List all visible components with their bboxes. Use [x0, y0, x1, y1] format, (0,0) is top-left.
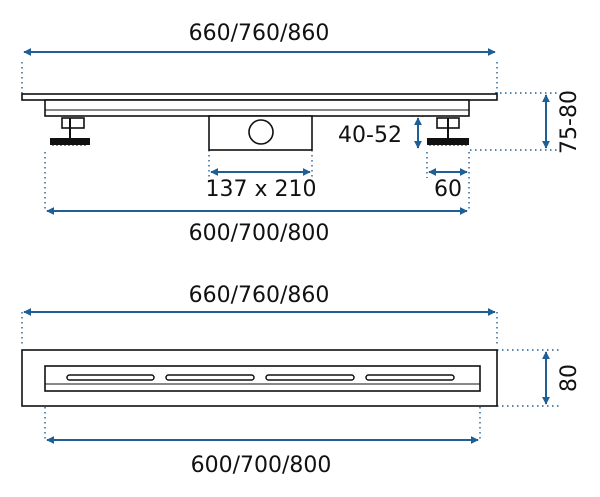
top-inner-length-label: 600/700/800 [191, 453, 332, 478]
foot-height-label: 40-52 [338, 123, 402, 148]
right-foot-icon [427, 117, 469, 146]
right-foot-base [427, 138, 469, 145]
side-overall-length-label: 660/760/860 [189, 21, 330, 46]
channel-body [44, 99, 470, 117]
grate-slot-2 [165, 374, 255, 381]
top-width-label: 80 [557, 364, 582, 392]
grate-slot-4 [365, 374, 455, 381]
grate-channel [44, 365, 481, 392]
side-view: 660/760/860 600/700/800 137 x 210 60 40-… [21, 21, 582, 246]
channel-top-edge [21, 93, 498, 101]
top-overall-length-label: 660/760/860 [189, 283, 330, 308]
foot-width-label: 60 [434, 177, 462, 202]
grate-slot-3 [265, 374, 355, 381]
outlet-pipe-icon [248, 119, 274, 145]
top-view: 660/760/860 600/700/800 80 [21, 283, 582, 478]
outlet-size-label: 137 x 210 [206, 177, 317, 202]
left-foot-icon [50, 117, 90, 146]
grate-slot-1 [66, 374, 155, 381]
side-inner-length-label: 600/700/800 [189, 221, 330, 246]
height-range-label: 75-80 [557, 90, 582, 154]
left-foot-base [50, 138, 90, 145]
